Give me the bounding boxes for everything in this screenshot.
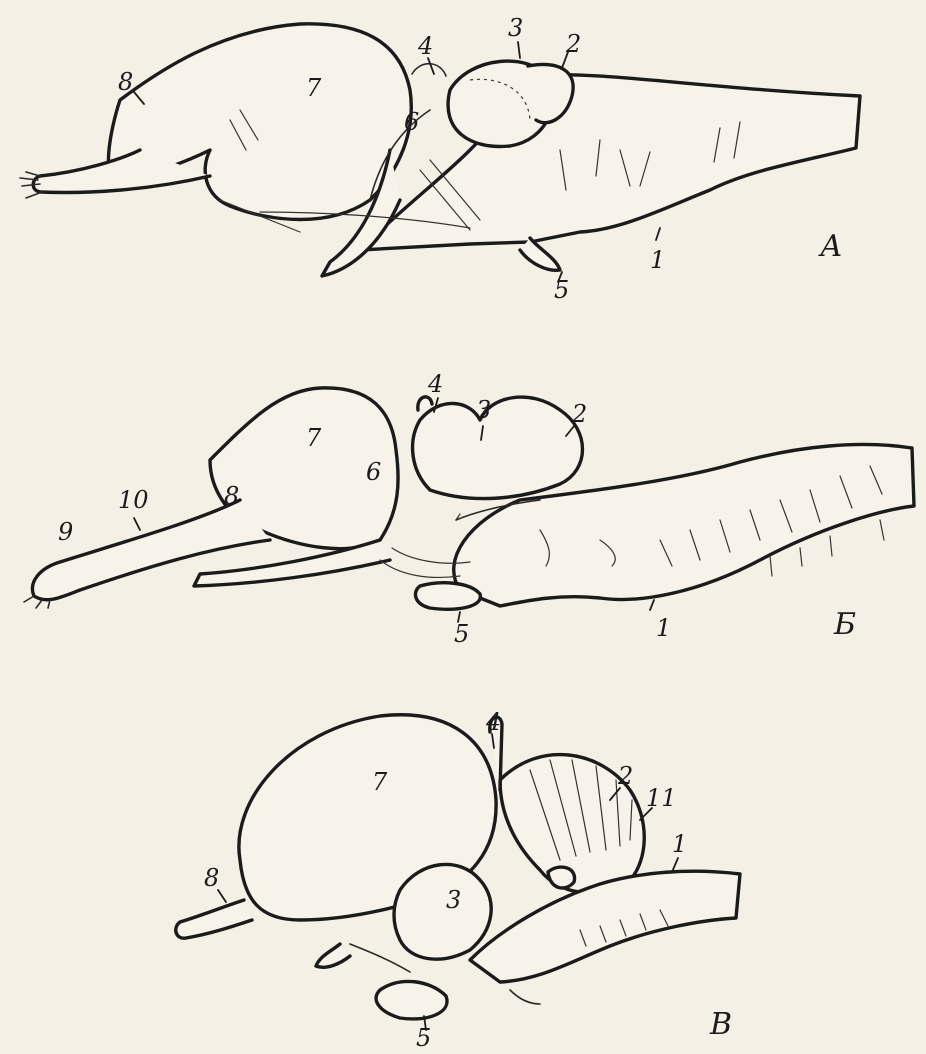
panel-c-letter: В (709, 1007, 732, 1042)
label-b-2: 2 (571, 400, 587, 428)
label-c-1: 1 (672, 830, 687, 858)
label-b-7: 7 (306, 424, 322, 452)
panel-c-pituitary (376, 981, 447, 1018)
panel-b (24, 388, 914, 609)
label-b-9: 9 (58, 518, 73, 546)
panel-b-pituitary (415, 583, 480, 610)
label-b-8: 8 (224, 482, 239, 510)
label-a-2: 2 (565, 30, 581, 58)
label-c-7: 7 (372, 768, 388, 796)
label-b-3: 3 (476, 396, 491, 424)
label-a-8: 8 (118, 68, 133, 96)
label-b-6: 6 (366, 458, 381, 486)
panel-c-medulla (470, 871, 740, 982)
panel-b-optic-lobe (413, 397, 583, 498)
panel-c (176, 715, 740, 1019)
panel-a-medulla (360, 75, 860, 250)
label-a-3: 3 (508, 14, 523, 42)
panel-c-flocculus (548, 867, 575, 888)
label-b-5: 5 (454, 620, 469, 648)
label-c-2: 2 (617, 762, 633, 790)
label-c-4: 4 (485, 708, 501, 736)
label-b-10: 10 (118, 486, 149, 514)
panel-c-optic-nerve (316, 944, 350, 967)
label-b-4: 4 (427, 370, 443, 398)
label-a-5: 5 (554, 276, 569, 304)
label-a-4: 4 (417, 32, 433, 60)
panel-a-cerebrum (108, 24, 411, 220)
label-a-1: 1 (650, 246, 665, 274)
panel-b-letter: Б (833, 607, 856, 642)
label-c-8: 8 (204, 864, 219, 892)
panel-a (20, 24, 860, 276)
panel-b-epiphysis (418, 397, 432, 410)
panel-c-midbrain (394, 864, 491, 959)
label-c-11: 11 (646, 784, 677, 812)
panel-a-letter: А (818, 229, 843, 264)
panel-a-pituitary (520, 238, 560, 270)
panel-c-olfactory-tract (176, 900, 252, 938)
label-c-3: 3 (446, 886, 461, 914)
label-b-1: 1 (656, 614, 671, 642)
label-c-5: 5 (416, 1024, 431, 1052)
label-a-7: 7 (306, 74, 322, 102)
label-a-6: 6 (404, 108, 419, 136)
